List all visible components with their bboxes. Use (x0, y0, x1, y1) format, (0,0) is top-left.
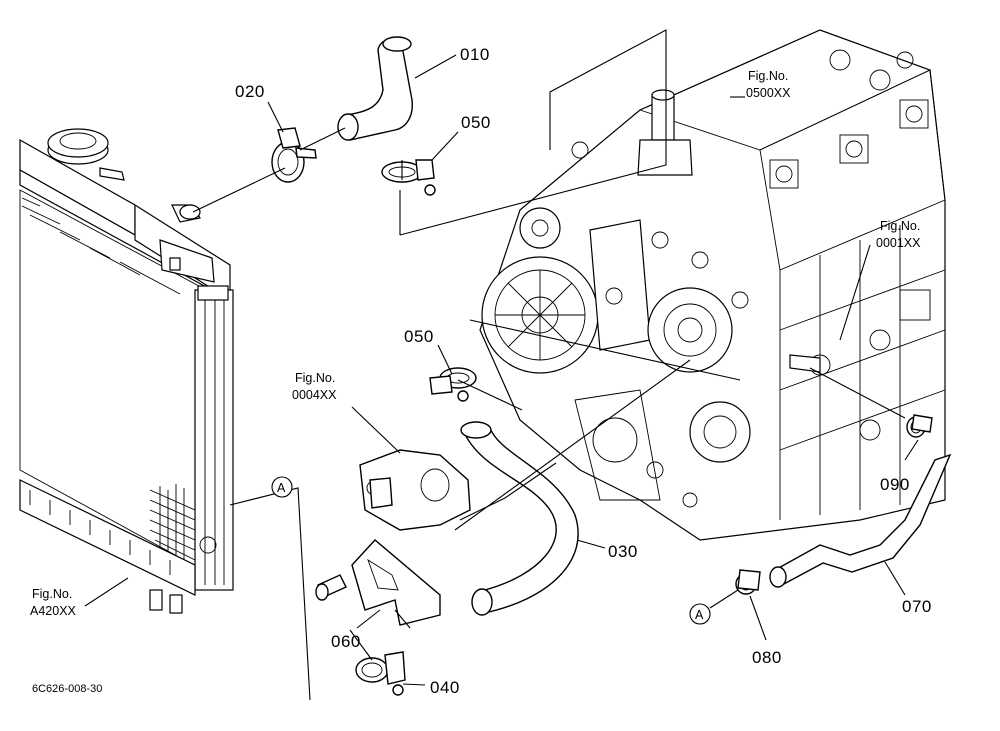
fig-ref-a420-line1: Fig.No. (32, 587, 72, 601)
label-040: 040 (430, 678, 460, 697)
fig-ref-0004-line2: 0004XX (292, 388, 337, 402)
fig-ref-0500-line2: 0500XX (746, 86, 791, 100)
bolt-060 (315, 574, 347, 601)
drawing-code: 6C626-008-30 (32, 683, 102, 695)
engine-block (479, 29, 946, 541)
label-080: 080 (752, 648, 782, 667)
bracket-060 (351, 539, 441, 629)
fig-ref-0004-line1: Fig.No. (295, 371, 335, 385)
clamp-090 (906, 414, 933, 438)
fig-ref-0500-line1: Fig.No. (748, 69, 788, 83)
fig-ref-a420-line2: A420XX (30, 604, 77, 618)
connection-marker-a-top: A (271, 476, 293, 498)
flange-0004 (359, 449, 471, 531)
upper-hose-010 (337, 36, 413, 141)
label-090: 090 (880, 475, 910, 494)
label-060: 060 (331, 632, 361, 651)
label-020: 020 (235, 82, 265, 101)
label-010: 010 (460, 45, 490, 64)
clamp-080 (735, 569, 761, 595)
radiator (19, 128, 234, 614)
clamp-050-mid (429, 367, 477, 402)
clamp-020 (271, 127, 317, 183)
lower-hose-030 (460, 421, 579, 616)
bypass-hose-070 (769, 453, 952, 588)
figure-references: Fig.No. 0500XX Fig.No. 0001XX Fig.No. 00… (30, 69, 921, 618)
connection-marker-a-bottom: A (689, 603, 711, 625)
label-070: 070 (902, 597, 932, 616)
marker-a-bottom-text: A (695, 608, 704, 622)
marker-a-top-text: A (277, 481, 286, 495)
clamp-050-top (381, 159, 436, 196)
label-030: 030 (608, 542, 638, 561)
part-labels: 010 020 050 050 030 060 040 070 080 090 (235, 45, 932, 697)
label-050-top: 050 (461, 113, 491, 132)
fig-ref-0001-line2: 0001XX (876, 236, 921, 250)
label-050-mid: 050 (404, 327, 434, 346)
clamp-040 (355, 651, 406, 696)
fig-ref-0001-line1: Fig.No. (880, 219, 920, 233)
leader-lines (84, 29, 919, 701)
